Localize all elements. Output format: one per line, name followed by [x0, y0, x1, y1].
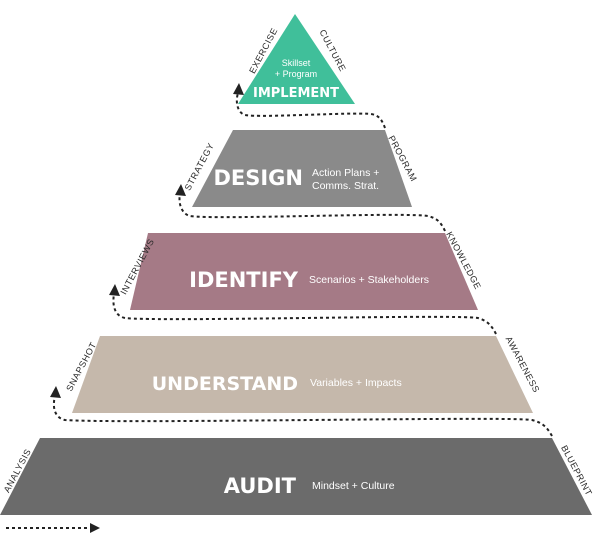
flow-arrowhead-bottom [90, 523, 100, 533]
tier-implement-shape [238, 14, 355, 104]
tier-understand-shape [72, 336, 533, 413]
tier-implement-subtitle-line2: + Program [275, 69, 317, 79]
tier-implement-subtitle-line1: Skillset [282, 58, 311, 68]
flow-arrowhead-exercise [233, 83, 244, 95]
tier-identify-title: IDENTIFY [189, 268, 299, 292]
flow-arrowhead-snapshot [50, 386, 61, 398]
tier-understand-title: UNDERSTAND [152, 373, 298, 395]
tier-implement-title: IMPLEMENT [253, 86, 339, 101]
tier-identify-shape [130, 233, 478, 310]
tier-design-subtitle-line1: Action Plans + [312, 167, 379, 179]
flow-path [52, 92, 553, 437]
tier-design-title: DESIGN [213, 166, 303, 190]
tier-audit-shape [0, 438, 592, 515]
tier-audit-subtitle: Mindset + Culture [312, 480, 395, 492]
tier-audit-title: AUDIT [224, 474, 297, 498]
tier-understand-subtitle: Variables + Impacts [310, 377, 402, 389]
tier-design-shape [192, 130, 412, 207]
tier-design-subtitle-line2: Comms. Strat. [312, 180, 379, 192]
flow-arrowhead-strategy [175, 184, 186, 196]
flow-arrowhead-interviews [109, 284, 120, 296]
tier-identify-subtitle: Scenarios + Stakeholders [309, 274, 429, 286]
